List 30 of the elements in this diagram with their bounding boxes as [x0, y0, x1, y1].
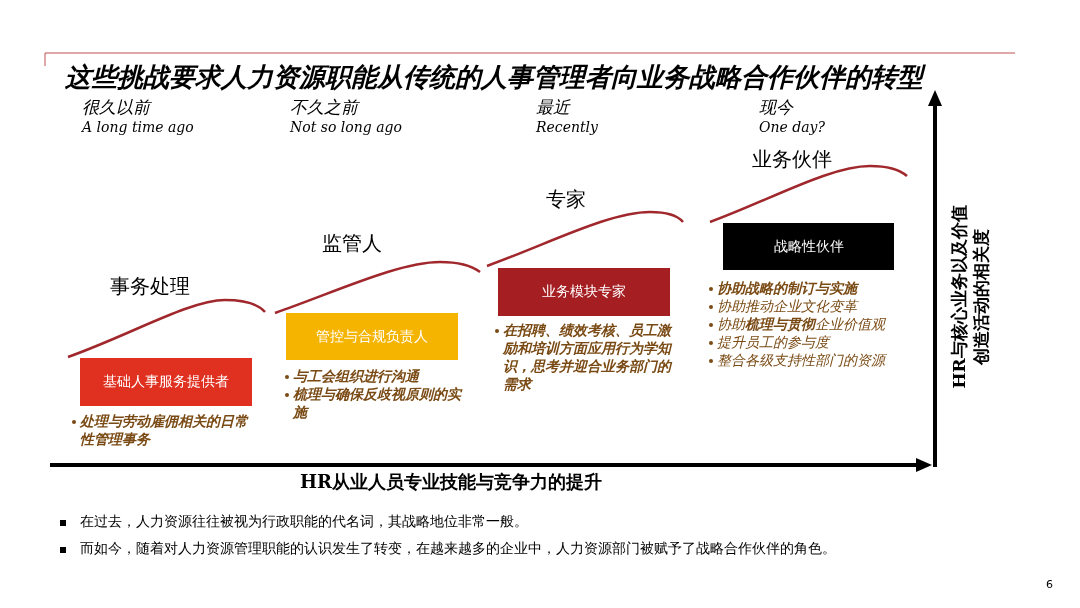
role-box: 基础人事服务提供者: [80, 358, 252, 406]
bullet-item: 处理与劳动雇佣相关的日常性管理事务: [80, 412, 250, 448]
bullet-item: 协助战略的制订与实施: [717, 279, 860, 297]
stage-heading: 业务伙伴: [752, 146, 832, 173]
bullet-item: 在招聘、绩效考核、员工激励和培训方面应用行为学知识，思考并迎合业务部门的需求: [503, 321, 671, 393]
bullet-item: 协助梳理与贯彻企业价值观: [717, 315, 887, 333]
stage-heading: 事务处理: [110, 273, 190, 300]
era-label: 不久之前: [290, 96, 358, 119]
axis-label: HR与核心业务以及价值创造活动的相关度: [948, 204, 992, 390]
bullet-item: 与工会组织进行沟通: [293, 367, 421, 385]
note-text: 在过去，人力资源往往被视为行政职能的代名词，其战略地位非常一般。: [80, 513, 528, 531]
era-label: 最近: [536, 96, 570, 119]
page-number: 6: [1046, 578, 1053, 591]
bullet-item: 提升员工的参与度: [717, 333, 832, 351]
bullet-item: 梳理与确保反歧视原则的实施: [293, 385, 463, 421]
bullet-item: 整合各级支持性部门的资源: [717, 351, 888, 369]
role-box: 业务模块专家: [498, 268, 670, 316]
stage-heading: 监管人: [322, 230, 382, 257]
era-label: A long time ago: [82, 119, 194, 135]
era-label: Recently: [536, 119, 598, 135]
stage-heading: 专家: [546, 186, 586, 213]
era-label: One day?: [759, 119, 825, 135]
axis-label: HR从业人员专业技能与竞争力的提升: [300, 470, 602, 494]
era-label: 现今: [759, 96, 793, 119]
era-label: Not so long ago: [290, 119, 402, 135]
role-box: 管控与合规负责人: [286, 313, 458, 360]
role-box: 战略性伙伴: [723, 223, 894, 270]
note-text: 而如今，随着对人力资源管理职能的认识发生了转变，在越来越多的企业中，人力资源部门被赋予了战略合作伙伴的角色。: [80, 540, 836, 558]
era-label: 很久以前: [82, 96, 150, 119]
bullet-item: 协助推动企业文化变革: [717, 297, 860, 315]
